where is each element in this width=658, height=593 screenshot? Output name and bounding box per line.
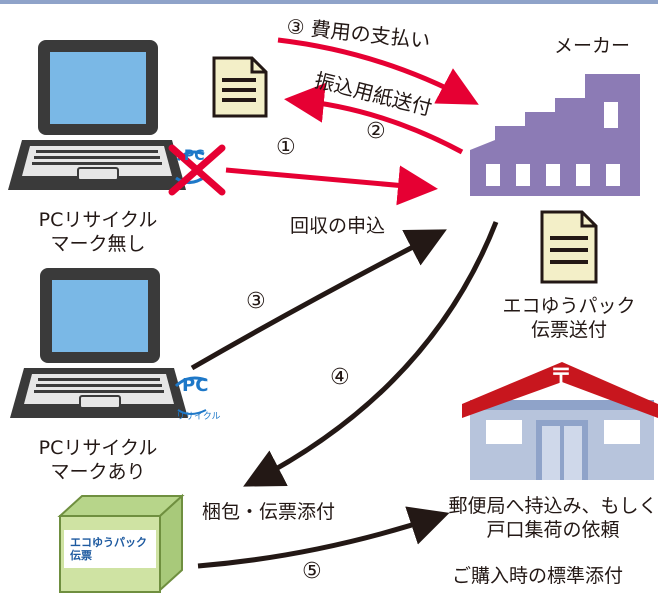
step-ship-number: ④ xyxy=(330,365,350,390)
maker-label: メーカー xyxy=(554,35,631,57)
label-line: エコゆうパック xyxy=(502,295,636,317)
document-icon xyxy=(540,210,598,284)
pc-recycle-mark-icon xyxy=(174,376,207,415)
pc-mark-text: PC xyxy=(182,375,209,396)
document-icon xyxy=(212,56,268,118)
cross-icon xyxy=(168,144,226,196)
label-line: 伝票 xyxy=(70,549,92,562)
label-line: PCリサイクル xyxy=(38,437,158,459)
arrow-post xyxy=(197,506,450,569)
arrow-ship xyxy=(243,221,499,487)
pc-mark-text: PC xyxy=(184,148,205,164)
step-apply-number: ① xyxy=(276,135,296,160)
top-border xyxy=(0,0,658,4)
arrow-apply-marked xyxy=(190,229,447,371)
post-office-label: 郵便局へ持込み、もしく 戸口集荷の依頼 xyxy=(448,494,658,542)
step-pack-label: 梱包・伝票添付 xyxy=(202,501,336,523)
pc-mark-sub: リサイクル xyxy=(176,412,221,422)
step-apply-label: 回収の申込 xyxy=(290,215,386,237)
laptop-icon xyxy=(10,268,188,418)
label-line: エコゆうパック xyxy=(70,536,147,549)
post-mark-icon: 〒 xyxy=(550,365,573,390)
box-icon xyxy=(57,493,185,593)
label-line: PCリサイクル xyxy=(38,209,158,231)
pc-with-mark-label: PCリサイクル マークあり xyxy=(18,436,178,484)
factory-icon xyxy=(470,74,640,196)
arrow-send-form xyxy=(284,82,464,155)
label-line: 郵便局へ持込み、もしく xyxy=(448,495,658,517)
pc-no-mark-label: PCリサイクル マーク無し xyxy=(18,208,178,256)
arrow-pay xyxy=(277,37,479,105)
laptop-icon xyxy=(8,40,186,190)
label-line: 伝票送付 xyxy=(530,319,607,341)
post-office-icon xyxy=(462,362,658,480)
note-label: ご購入時の標準添付 xyxy=(452,565,624,587)
step-apply-marked-number: ③ xyxy=(246,289,266,314)
label-line: マーク無し xyxy=(50,233,146,255)
arrow-apply xyxy=(225,165,438,206)
step-send-form-number: ② xyxy=(366,119,386,144)
label-line: マークあり xyxy=(50,461,146,483)
ecopack-label: エコゆうパック 伝票送付 xyxy=(494,294,644,342)
label-line: 戸口集荷の依頼 xyxy=(486,519,620,541)
box-label: エコゆうパック 伝票 xyxy=(70,536,147,562)
step-post-number: ⑤ xyxy=(302,559,322,584)
